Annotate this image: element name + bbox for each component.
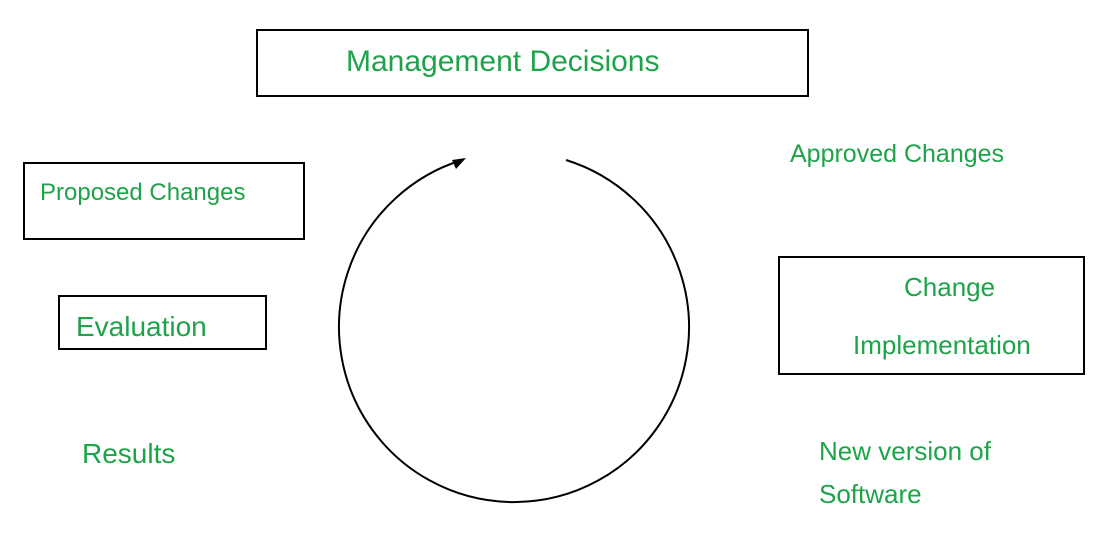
cycle-circle-path — [338, 159, 690, 504]
management-decisions-label: Management Decisions — [346, 45, 660, 78]
change-implementation-label-line1: Change — [904, 272, 996, 302]
approved-changes-label: Approved Changes — [790, 140, 1005, 168]
change-implementation-box: Change Implementation — [778, 256, 1085, 375]
evaluation-box: Evaluation — [58, 295, 267, 350]
new-version-label-line2: Software — [819, 479, 922, 509]
proposed-changes-label: Proposed Changes — [40, 179, 246, 206]
results-label: Results — [82, 438, 176, 469]
change-implementation-label-line2: Implementation — [853, 330, 1031, 360]
new-version-label-line1: New version of — [819, 436, 991, 466]
proposed-changes-box: Proposed Changes — [23, 162, 305, 240]
cycle-arrowhead — [452, 158, 466, 169]
management-decisions-box: Management Decisions — [256, 29, 809, 97]
evaluation-label: Evaluation — [76, 311, 207, 342]
